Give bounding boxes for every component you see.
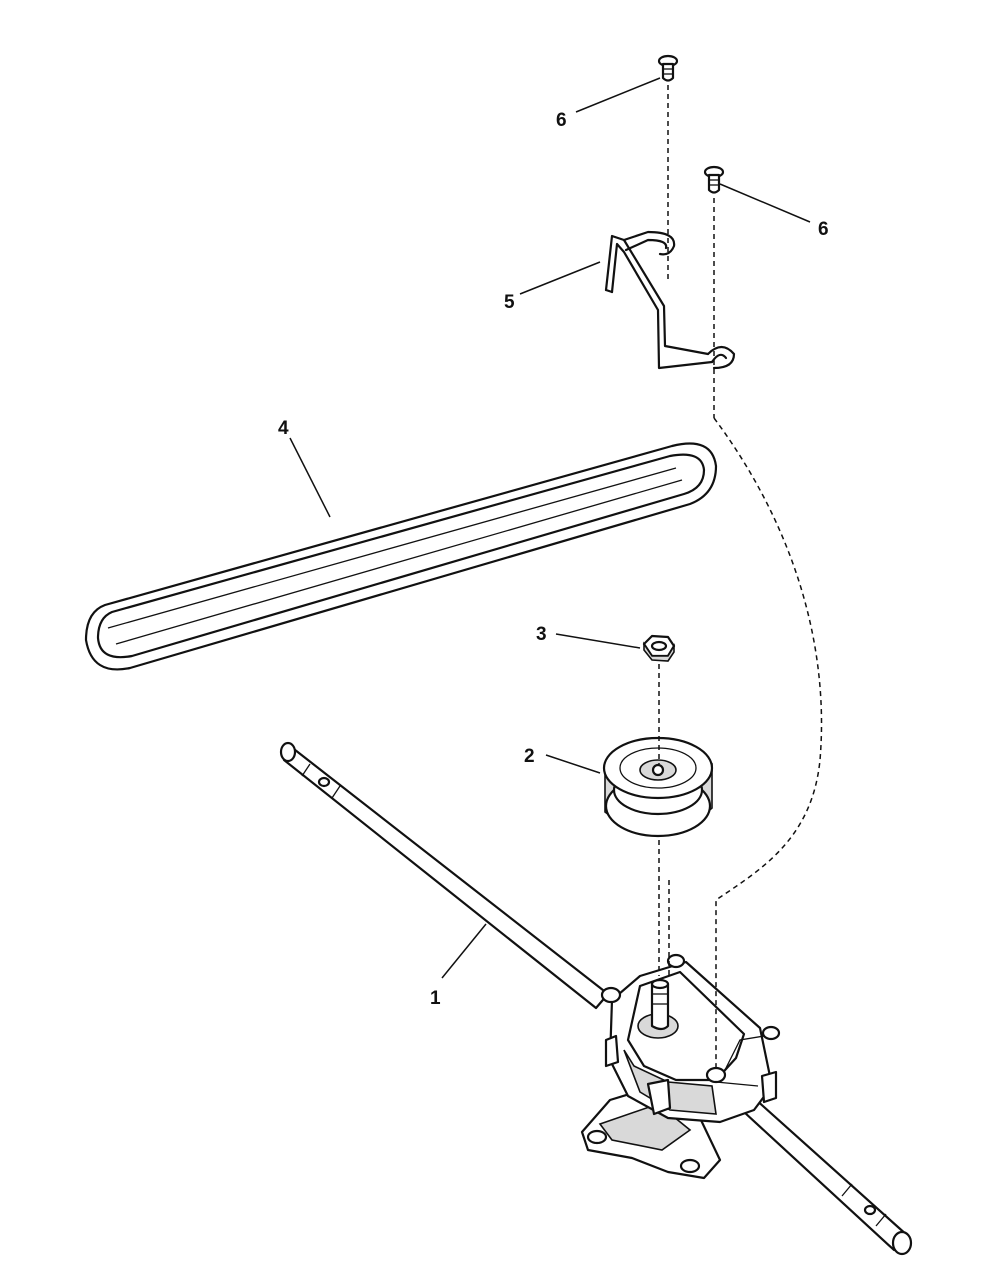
screw-upper: [657, 54, 679, 82]
hex-nut: [642, 634, 676, 662]
callout-5: 5: [504, 292, 515, 313]
callout-3: 3: [536, 624, 547, 645]
callout-4: 4: [278, 418, 289, 439]
callout-6-lower: 6: [818, 219, 829, 240]
screw-lower: [703, 165, 725, 194]
callout-labels: 1 2 3 4 5 6 6: [278, 110, 829, 1009]
callout-2: 2: [524, 746, 535, 767]
axle-transmission: [279, 741, 913, 1256]
assembly-lines: [658, 85, 823, 1072]
wire-bracket: [604, 230, 736, 370]
drive-belt: [84, 442, 718, 671]
callout-6-upper: 6: [556, 110, 567, 131]
leader-lines: [289, 77, 811, 979]
callout-1: 1: [430, 988, 441, 1009]
pulley: [602, 736, 714, 838]
